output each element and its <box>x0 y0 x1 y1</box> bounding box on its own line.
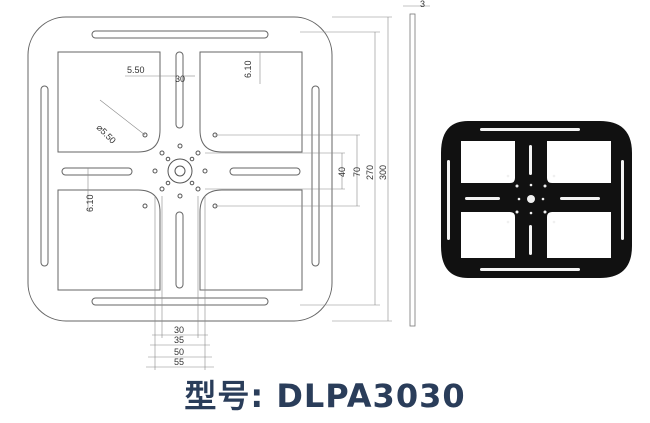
dim-70: 70 <box>352 167 362 177</box>
dim-h55: 55 <box>174 357 184 367</box>
arm-slot-right <box>229 167 301 176</box>
slot-left <box>40 85 49 267</box>
dim-h50: 50 <box>174 347 184 357</box>
window-top-right <box>199 51 303 153</box>
arm-slot-bottom <box>175 211 184 289</box>
side-profile <box>409 13 416 327</box>
model-label: 型号: DLPA3030 <box>184 377 466 415</box>
dim-270: 270 <box>365 165 375 180</box>
slot-bottom <box>91 297 269 306</box>
hub-holes <box>142 132 218 209</box>
window-top-left <box>57 51 161 153</box>
dim-300: 300 <box>378 165 388 180</box>
dim-offset-a: 5.50 <box>127 65 145 75</box>
slot-top <box>91 30 269 39</box>
dim-slot-width-top: 6.10 <box>243 60 253 78</box>
dim-slot-width-left: 6.10 <box>85 194 95 212</box>
dimension-lines <box>87 16 392 370</box>
product-photo <box>441 121 632 278</box>
dim-40: 40 <box>337 167 347 177</box>
window-bottom-right <box>199 189 303 291</box>
dim-thickness: 3 <box>420 0 425 9</box>
plate-outline <box>27 16 333 322</box>
window-bottom-left <box>57 189 161 291</box>
dim-h35: 35 <box>174 335 184 345</box>
arm-slot-left <box>61 167 133 176</box>
dim-hole-dia: ⌀5.50 <box>95 122 118 145</box>
arm-slot-top <box>175 51 184 129</box>
slot-right <box>311 85 320 267</box>
dim-h30: 30 <box>174 325 184 335</box>
dim-offset-b: 30 <box>175 74 185 84</box>
